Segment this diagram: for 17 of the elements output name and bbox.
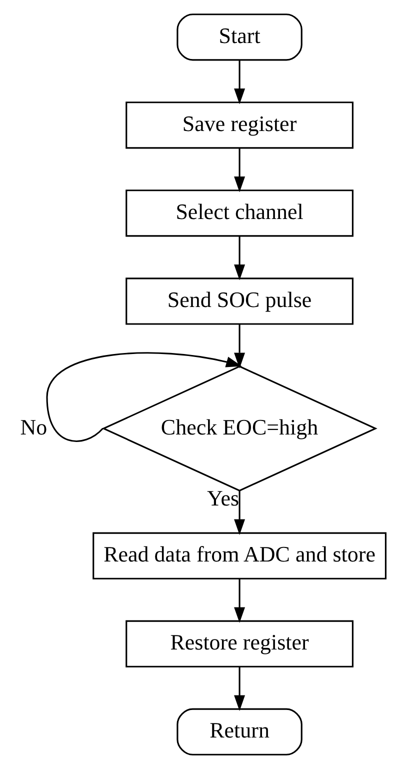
arrow xyxy=(234,666,245,711)
node-box: Return xyxy=(176,708,302,756)
node-box: Start xyxy=(176,14,302,61)
node-box: Restore register xyxy=(125,620,353,668)
node-diamond: Check EOC=high xyxy=(101,366,377,492)
arrow xyxy=(234,148,245,192)
node-box: Select channel xyxy=(125,190,353,237)
node-box: Save register xyxy=(125,102,353,149)
node-box: Read data from ADC and store xyxy=(92,532,386,580)
arrow xyxy=(234,490,245,535)
arrow xyxy=(234,60,245,104)
arrow xyxy=(46,352,242,442)
node-box: Send SOC pulse xyxy=(125,278,353,325)
arrow xyxy=(234,324,245,368)
arrow xyxy=(234,236,245,280)
arrow xyxy=(234,578,245,623)
edge-label: No xyxy=(20,414,47,440)
